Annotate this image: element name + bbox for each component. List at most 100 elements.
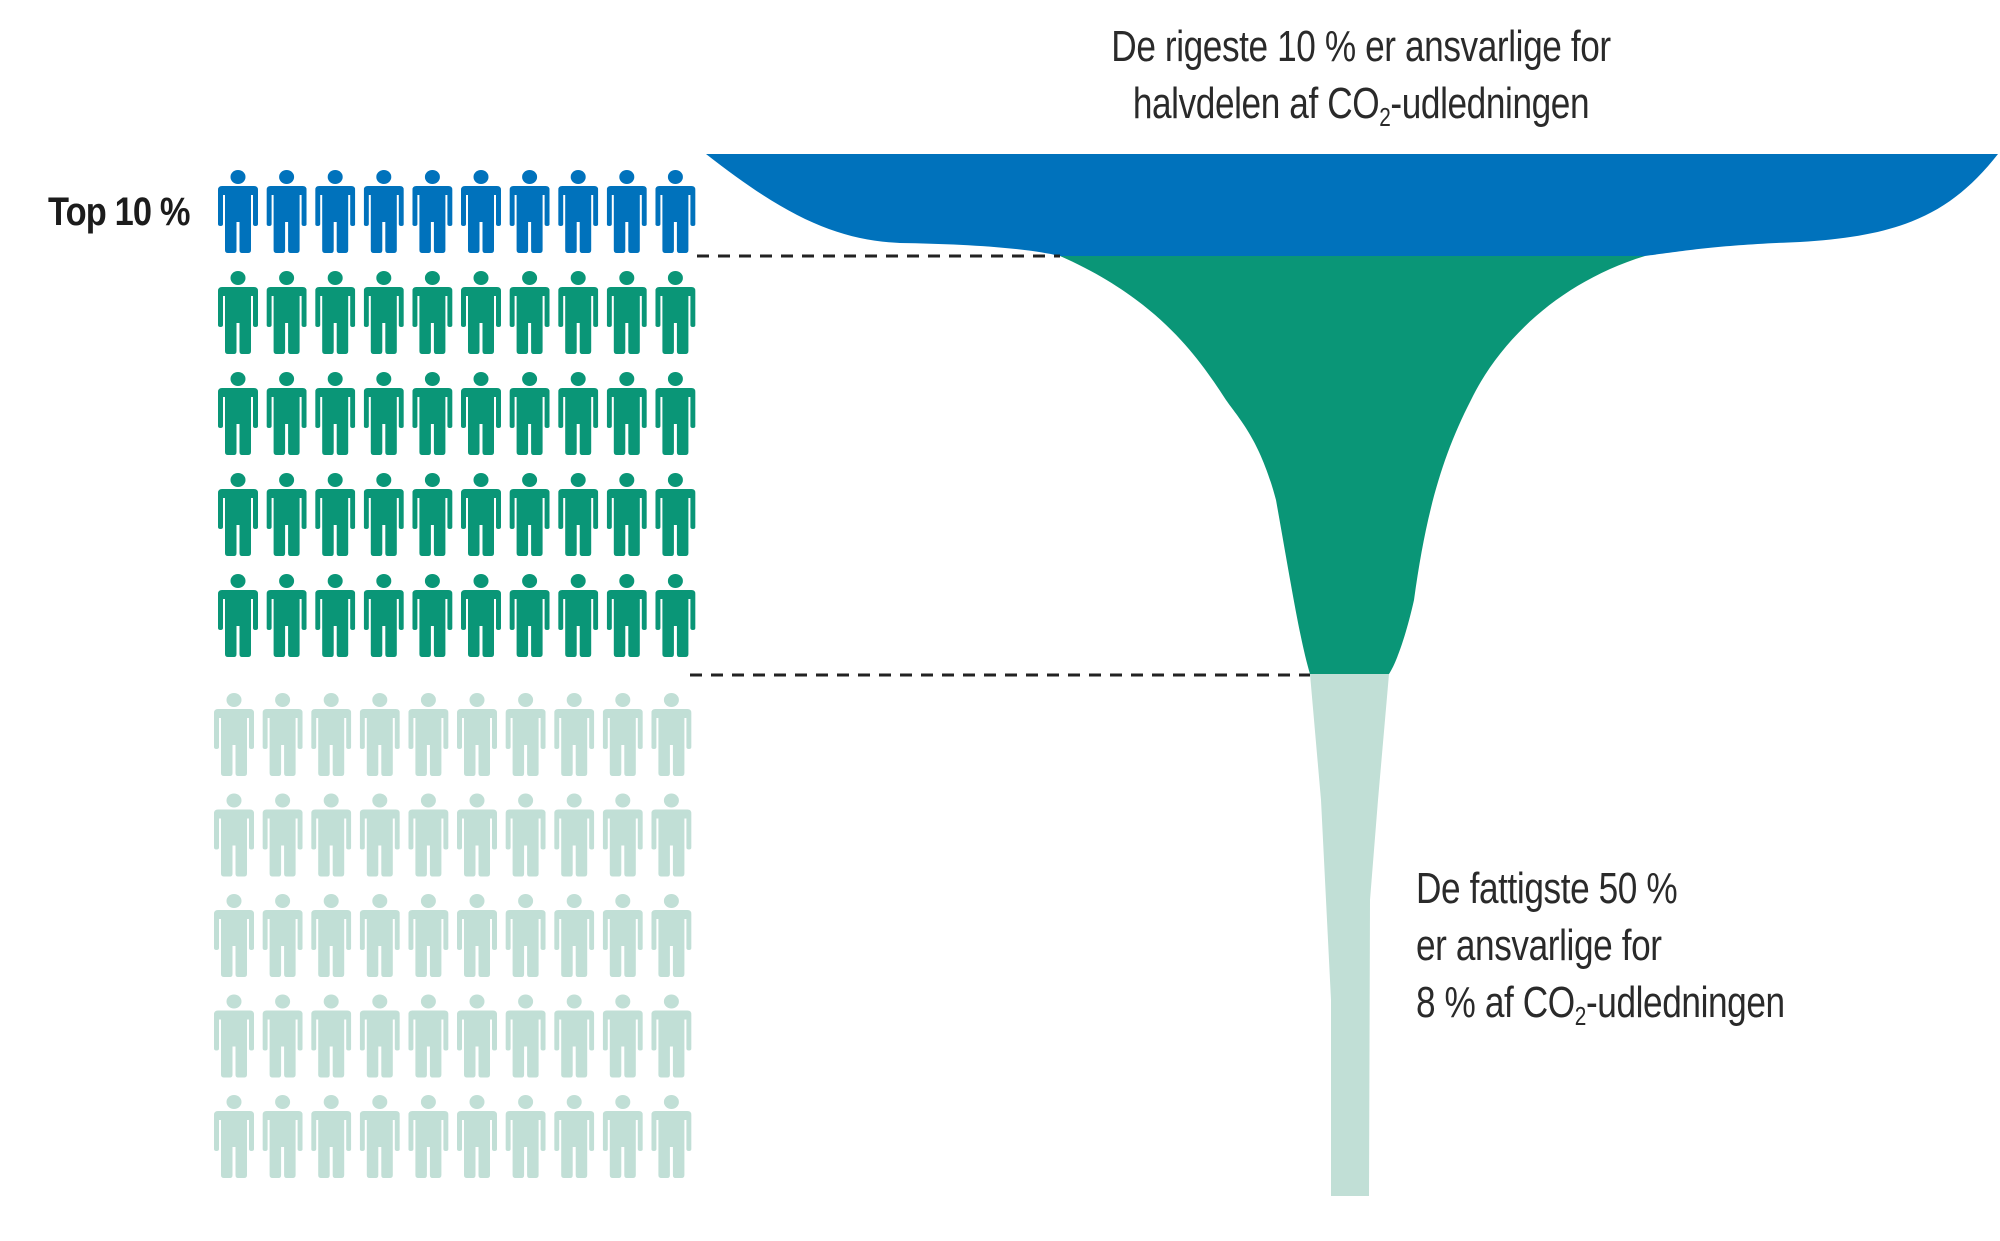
- person-icon: [602, 994, 643, 1078]
- person-icon: [602, 693, 643, 776]
- person-icon: [505, 793, 546, 877]
- person-icon: [266, 271, 307, 354]
- person-icon: [359, 994, 400, 1078]
- person-icon: [461, 372, 501, 455]
- person-icon: [509, 372, 550, 455]
- funnel-middle40-segment: [1060, 256, 1645, 674]
- person-icon: [655, 574, 696, 657]
- person-icon: [266, 574, 307, 657]
- person-icon: [214, 693, 254, 776]
- person-icon: [311, 1095, 352, 1178]
- person-icon: [262, 894, 303, 977]
- person-icon: [266, 473, 307, 556]
- person-icon: [359, 793, 400, 877]
- person-icon: [311, 793, 352, 877]
- top10-row-label: Top 10 %: [48, 190, 190, 234]
- person-icon: [408, 1095, 449, 1178]
- person-icon: [218, 372, 258, 455]
- person-icon: [505, 1095, 546, 1178]
- person-icon: [461, 473, 501, 556]
- person-icon: [554, 1095, 595, 1178]
- person-icon: [262, 693, 303, 776]
- person-icon: [315, 271, 356, 354]
- person-icon: [311, 894, 352, 977]
- person-icon: [412, 473, 453, 556]
- person-icon: [655, 170, 696, 253]
- bottom-annotation-line1: De fattigste 50 %: [1416, 864, 1678, 913]
- person-icon: [262, 1095, 303, 1178]
- person-icon: [218, 473, 258, 556]
- person-icon: [606, 170, 647, 253]
- person-icon: [457, 693, 497, 776]
- person-icon: [218, 271, 258, 354]
- person-icon: [412, 170, 453, 253]
- person-icon: [461, 170, 501, 253]
- bottom-annotation-line3: 8 % af CO2-udledningen: [1416, 978, 1785, 1031]
- person-icon: [214, 994, 254, 1078]
- person-icon: [651, 994, 692, 1078]
- person-icon: [655, 372, 696, 455]
- person-icon: [554, 994, 595, 1078]
- person-icon: [315, 170, 356, 253]
- person-icon: [315, 372, 356, 455]
- person-icon: [457, 994, 497, 1078]
- person-icon: [262, 793, 303, 877]
- person-icon: [363, 271, 404, 354]
- person-icon: [363, 372, 404, 455]
- person-icon: [558, 170, 599, 253]
- person-icon: [651, 894, 692, 977]
- person-icon: [457, 1095, 497, 1178]
- person-icon: [558, 372, 599, 455]
- top-annotation-line1: De rigeste 10 % er ansvarlige for: [1111, 22, 1611, 71]
- person-icon: [554, 793, 595, 877]
- person-icon: [651, 793, 692, 877]
- person-icon: [606, 574, 647, 657]
- person-icon: [315, 473, 356, 556]
- person-icon: [509, 170, 550, 253]
- person-icon: [311, 693, 352, 776]
- person-icon: [412, 372, 453, 455]
- person-icon: [655, 271, 696, 354]
- person-icon: [214, 894, 254, 977]
- top-annotation: De rigeste 10 % er ansvarlige for halvde…: [1111, 18, 1611, 132]
- person-icon: [461, 574, 501, 657]
- person-icon: [558, 574, 599, 657]
- person-icon: [311, 994, 352, 1078]
- person-icon: [606, 372, 647, 455]
- person-icon: [602, 894, 643, 977]
- person-icon: [412, 271, 453, 354]
- funnel-top10-segment: [706, 154, 1998, 256]
- person-icon: [554, 693, 595, 776]
- person-icon: [461, 271, 501, 354]
- top-annotation-line2: halvdelen af CO2-udledningen: [1132, 79, 1590, 132]
- person-icon: [554, 894, 595, 977]
- person-icon: [359, 1095, 400, 1178]
- person-icon: [505, 693, 546, 776]
- person-icon: [408, 693, 449, 776]
- person-icon: [457, 894, 497, 977]
- person-icon: [214, 1095, 254, 1178]
- person-icon: [412, 574, 453, 657]
- funnel-bottom50-segment: [1310, 674, 1389, 1196]
- person-icon: [505, 894, 546, 977]
- person-icon: [505, 994, 546, 1078]
- person-icon: [218, 574, 258, 657]
- bottom-annotation-line2: er ansvarlige for: [1416, 921, 1662, 970]
- person-icon-grid: [214, 170, 696, 1178]
- person-icon: [359, 693, 400, 776]
- bottom-annotation: De fattigste 50 % er ansvarlige for 8 % …: [1416, 860, 1785, 1031]
- person-icon: [218, 170, 258, 253]
- person-icon: [602, 1095, 643, 1178]
- person-icon: [315, 574, 356, 657]
- person-icon: [457, 793, 497, 877]
- person-icon: [509, 473, 550, 556]
- person-icon: [262, 994, 303, 1078]
- person-icon: [408, 793, 449, 877]
- person-icon: [214, 793, 254, 877]
- person-icon: [408, 894, 449, 977]
- person-icon: [651, 1095, 692, 1178]
- person-icon: [509, 574, 550, 657]
- person-icon: [363, 473, 404, 556]
